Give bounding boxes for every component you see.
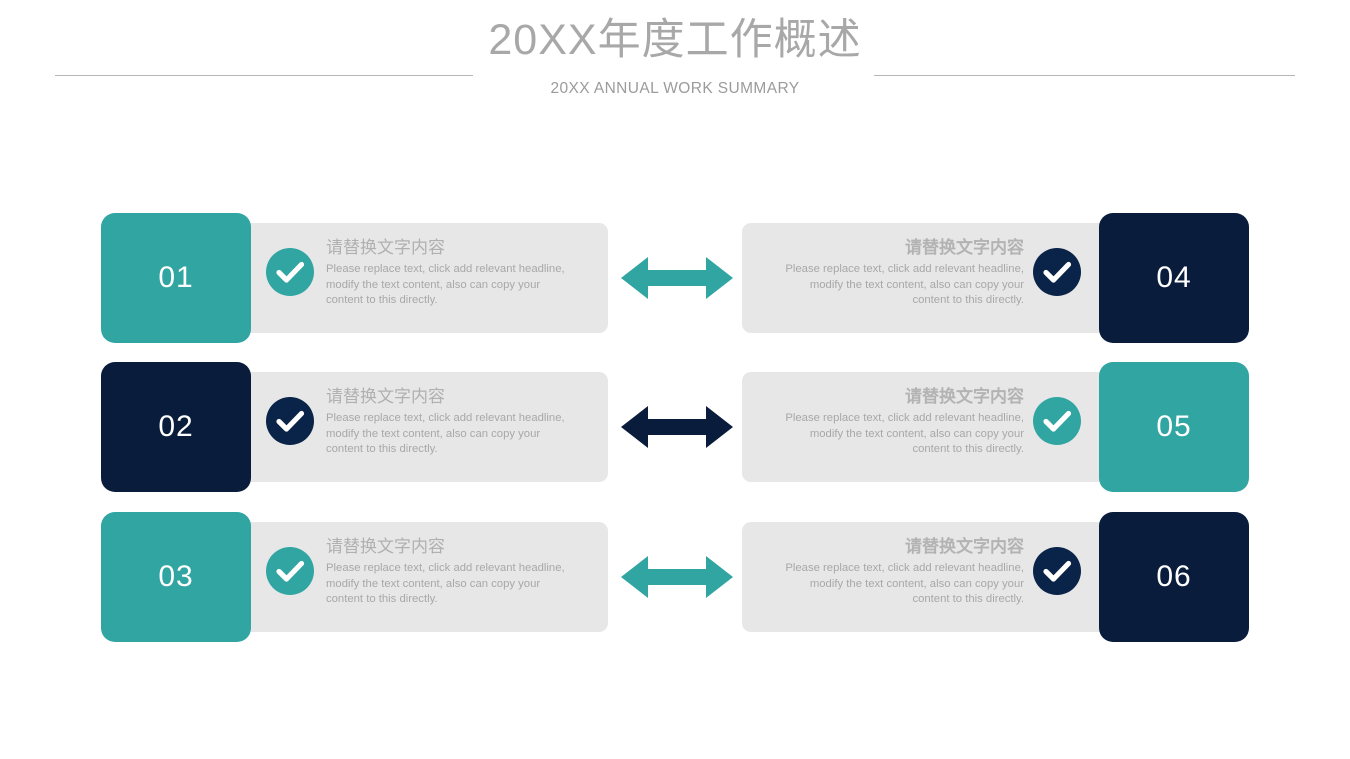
panel-right	[742, 522, 1150, 632]
page-title: 20XX年度工作概述	[488, 16, 862, 64]
header-rule-right	[874, 75, 1295, 76]
text-block-right: 请替换文字内容 Please replace text, click add r…	[778, 535, 1024, 608]
item-heading: 请替换文字内容	[905, 537, 1024, 556]
item-heading: 请替换文字内容	[905, 238, 1024, 257]
check-circle-icon	[1033, 547, 1081, 595]
text-block-left: 请替换文字内容 Please replace text, click add r…	[326, 535, 572, 608]
text-block-right: 请替换文字内容 Please replace text, click add r…	[778, 236, 1024, 309]
panel-right	[742, 223, 1150, 333]
content-row: 02 请替换文字内容 Please replace text, click ad…	[0, 352, 1350, 502]
content-row: 01 请替换文字内容 Please replace text, click ad…	[0, 203, 1350, 353]
double-arrow-icon	[621, 552, 733, 602]
item-body: Please replace text, click add relevant …	[785, 263, 1024, 307]
item-body: Please replace text, click add relevant …	[326, 263, 565, 307]
number-tile-02[interactable]: 02	[101, 362, 251, 492]
check-circle-icon	[266, 547, 314, 595]
check-circle-icon	[266, 248, 314, 296]
item-heading: 请替换文字内容	[326, 537, 445, 556]
item-body: Please replace text, click add relevant …	[326, 562, 565, 606]
item-body: Please replace text, click add relevant …	[785, 562, 1024, 606]
number-tile-05[interactable]: 05	[1099, 362, 1249, 492]
panel-right	[742, 372, 1150, 482]
header-rule-left	[55, 75, 473, 76]
item-body: Please replace text, click add relevant …	[326, 412, 565, 456]
check-circle-icon	[1033, 397, 1081, 445]
double-arrow-icon	[621, 253, 733, 303]
slide-header: 20XX年度工作概述 20XX ANNUAL WORK SUMMARY	[0, 0, 1350, 120]
item-heading: 请替换文字内容	[326, 238, 445, 257]
number-tile-06[interactable]: 06	[1099, 512, 1249, 642]
text-block-left: 请替换文字内容 Please replace text, click add r…	[326, 236, 572, 309]
page-subtitle: 20XX ANNUAL WORK SUMMARY	[550, 80, 800, 97]
text-block-left: 请替换文字内容 Please replace text, click add r…	[326, 385, 572, 458]
item-heading: 请替换文字内容	[326, 387, 445, 406]
number-tile-01[interactable]: 01	[101, 213, 251, 343]
number-tile-04[interactable]: 04	[1099, 213, 1249, 343]
item-heading: 请替换文字内容	[905, 387, 1024, 406]
double-arrow-icon	[621, 402, 733, 452]
text-block-right: 请替换文字内容 Please replace text, click add r…	[778, 385, 1024, 458]
number-tile-03[interactable]: 03	[101, 512, 251, 642]
item-body: Please replace text, click add relevant …	[785, 412, 1024, 456]
check-circle-icon	[266, 397, 314, 445]
check-circle-icon	[1033, 248, 1081, 296]
content-row: 03 请替换文字内容 Please replace text, click ad…	[0, 502, 1350, 652]
